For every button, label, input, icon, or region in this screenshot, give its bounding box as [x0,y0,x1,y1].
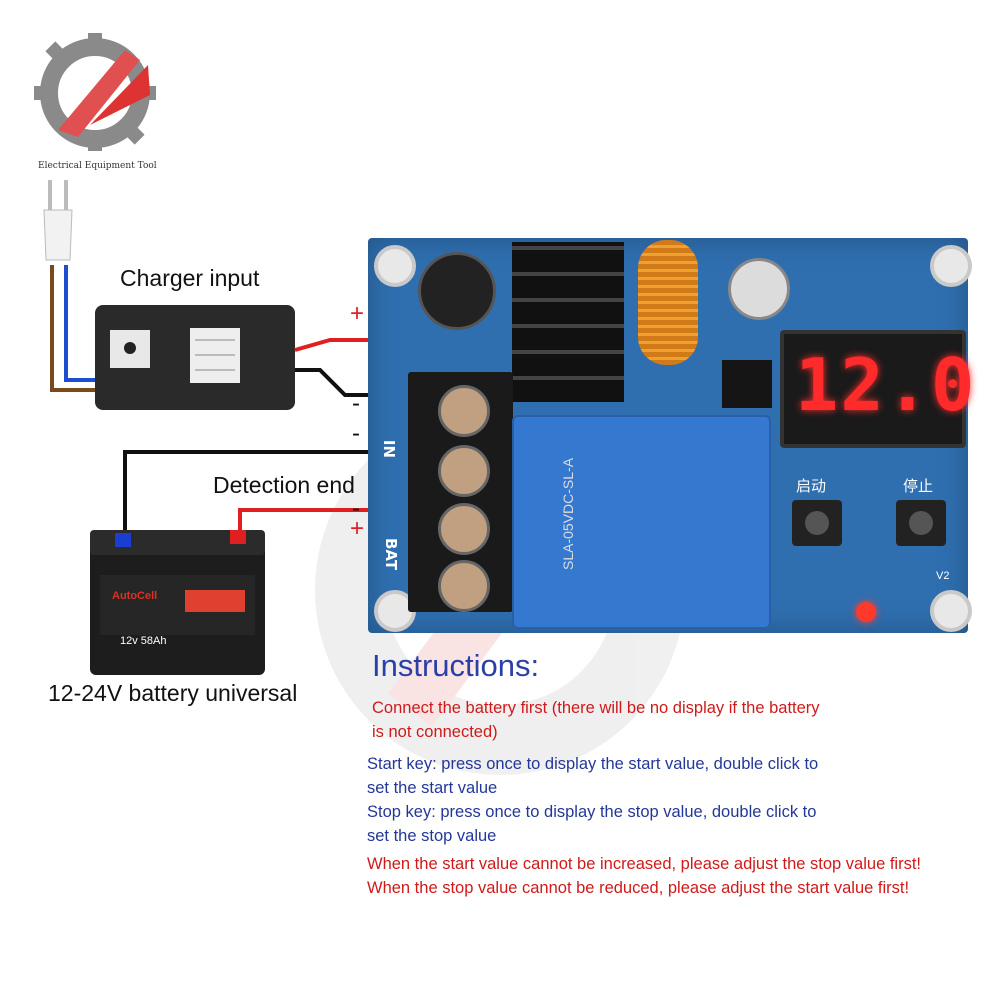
display-value: 12.0 [795,343,977,427]
instruction-line4: When the start value cannot be increased… [367,855,921,873]
start-key-label: 启动 [796,477,827,495]
brand-text: Electrical Equipment Tool [38,161,157,171]
mount-hole [930,245,972,287]
battery-brand: AutoCell [112,590,158,602]
mount-hole [930,590,972,632]
relay [512,415,771,629]
start-key-button[interactable] [792,500,842,546]
logo-gear-icon [34,33,156,151]
instruction-line5: When the stop value cannot be reduced, p… [367,879,910,897]
instruction-line3: Stop key: press once to display the stop… [367,803,817,821]
status-led [856,602,876,622]
instructions-title: Instructions: [372,648,540,683]
terminal-screw [438,385,490,437]
wire-minus-det: - [352,495,360,522]
instruction-line3b: set the stop value [367,827,497,845]
wire-minus-mid: - [352,420,360,447]
detection-end-label: Detection end [213,472,355,498]
ic-chip [722,360,772,408]
battery-image [90,530,265,675]
instruction-line1b: is not connected) [372,723,498,741]
stop-key-button[interactable] [896,500,946,546]
wire-minus-top: - [352,390,360,417]
terminal-screw [438,560,490,612]
terminal-bat-label: BAT [382,537,401,571]
instruction-line2b: set the start value [367,779,498,797]
mount-hole [374,245,416,287]
battery-label: 12-24V battery universal [48,680,298,706]
instruction-line2: Start key: press once to display the sta… [367,755,819,773]
capacitor [418,252,496,330]
plug-and-wires [43,180,100,392]
terminal-screw [438,445,490,497]
capacitor-small [728,258,790,320]
wire-plus-bat: + [350,515,365,542]
relay-text: SLA-05VDC-SL-A [560,457,576,570]
heatsink [512,242,624,402]
inductor [638,240,698,365]
terminal-screw [438,503,490,555]
led-display [780,330,966,448]
wire-plus-top: + [350,300,365,327]
charger-image [95,305,295,410]
instruction-line1: Connect the battery first (there will be… [372,699,820,717]
terminal-in-label: IN [380,439,399,459]
battery-spec: 12v 58Ah [120,635,167,647]
version-label: V2 [936,570,950,582]
charger-input-label: Charger input [120,265,260,291]
stop-key-label: 停止 [903,477,934,495]
